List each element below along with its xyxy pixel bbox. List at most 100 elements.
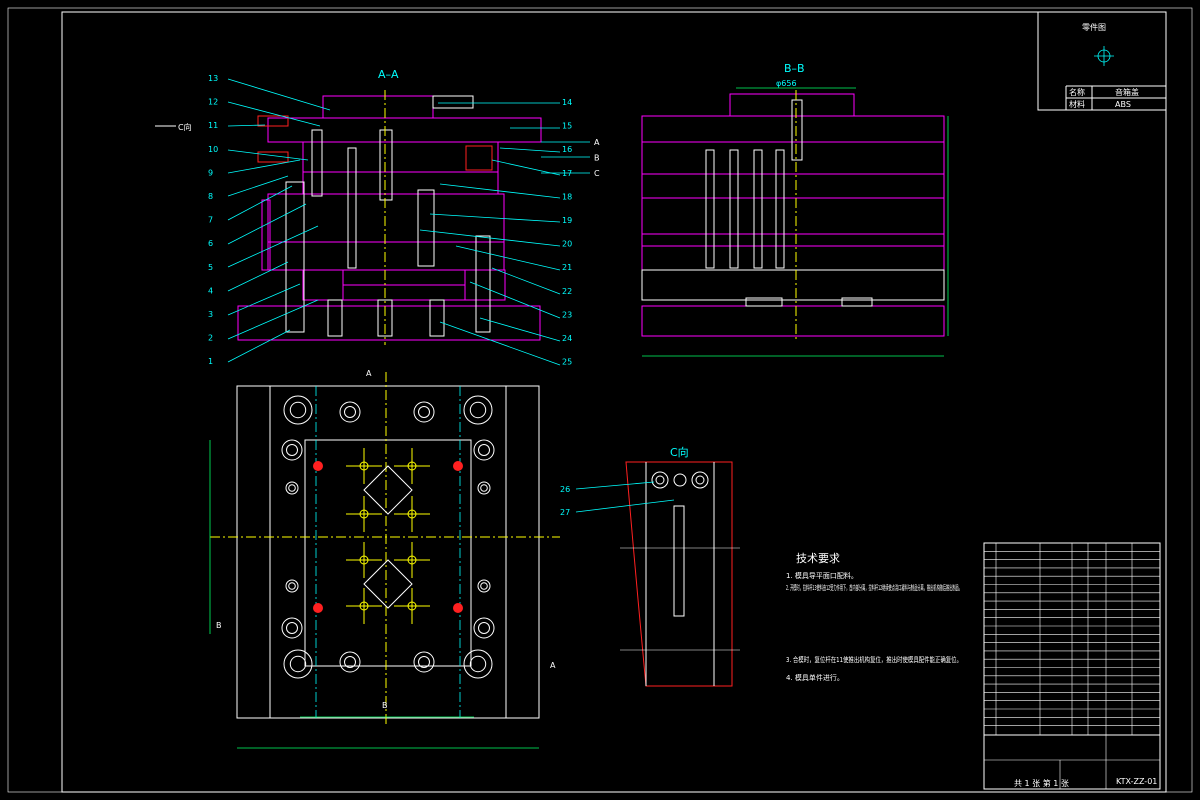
callout-label: 19 (562, 216, 572, 225)
callout-label: 8 (208, 192, 213, 201)
part-box-title: 零件图 (1082, 22, 1106, 32)
bolt-hole-icon (463, 649, 493, 679)
callout-label: 14 (562, 98, 572, 107)
bolt-hole-icon (480, 582, 488, 590)
part-box: 零件图 名称 音箱盖 材料 ABS (1037, 11, 1167, 111)
bolt-hole-icon (289, 655, 307, 673)
bolt-hole-icon (413, 401, 435, 423)
bolt-hole-icon (469, 401, 487, 419)
callout-label: 1 (208, 357, 213, 366)
callout-label: 16 (562, 145, 572, 154)
bolt-hole-icon (469, 655, 487, 673)
view-c-title: C向 (670, 445, 689, 459)
callout-label: 9 (208, 168, 213, 177)
bolt-hole-icon (478, 622, 490, 634)
callout-label: 25 (562, 358, 572, 367)
inner-border (61, 11, 1167, 793)
bolt-hole-icon (477, 481, 491, 495)
bolt-hole-icon (285, 579, 299, 593)
c-direction-label: C向 (178, 122, 192, 132)
plane-label: B (594, 154, 600, 163)
callout-label: 6 (208, 239, 213, 248)
callout-label: 21 (562, 263, 572, 272)
section-mark: A (366, 369, 372, 378)
bolt-hole-icon (281, 617, 303, 639)
sheet-count: 共 1 张 第 1 张 (1014, 778, 1069, 788)
bolt-hole-icon (473, 439, 495, 461)
callout-label: 12 (208, 98, 218, 107)
callout-label: 22 (562, 287, 572, 296)
section-aa-title: A–A (378, 68, 399, 81)
ejector-pin-icon (313, 461, 323, 471)
cavity-icon (346, 448, 382, 484)
bolt-hole-icon (283, 649, 313, 679)
callout-label: 4 (208, 286, 213, 295)
callout-label: 2 (208, 334, 213, 343)
tech-notes: 技术要求 1. 模具导平面口配料。 2. 开模时，拉料杆13使料由12受力作用下… (786, 552, 962, 682)
callout-label: 17 (562, 169, 572, 178)
bolt-hole-icon (281, 439, 303, 461)
callout-label: 26 (560, 485, 570, 494)
callout-label: 10 (208, 145, 218, 154)
section-mark: A (550, 661, 556, 670)
section-bb-view: B–B φ656 (641, 62, 949, 357)
bolt-hole-icon (344, 406, 356, 418)
bolt-hole-icon (473, 617, 495, 639)
part-name-label: 名称 (1069, 87, 1085, 97)
part-material-value: ABS (1115, 100, 1131, 109)
callout-label: 24 (562, 334, 572, 343)
bolt-hole-icon (344, 656, 356, 668)
bolt-hole-icon (413, 651, 435, 673)
cavity-icon (394, 588, 430, 624)
bolt-hole-icon (478, 444, 490, 456)
cavity-icon (346, 542, 382, 578)
callout-label: 13 (208, 74, 218, 83)
section-mark: B (382, 701, 388, 710)
section-bb-title: B–B (784, 62, 805, 75)
cavity-icon (346, 496, 382, 532)
tech-note-2: 2. 开模时，拉料杆13使料由12受力作用下，首内部分离，拉料杆12继续使点浇口… (786, 583, 962, 592)
drawing-number: KTX-ZZ-01 (1116, 777, 1157, 786)
ejector-pin-icon (313, 603, 323, 613)
callout-label: 18 (562, 192, 572, 201)
plane-label: C (594, 169, 600, 178)
bolt-hole-icon (418, 656, 430, 668)
part-name-value: 音箱盖 (1115, 87, 1139, 97)
title-block: KTX-ZZ-01 共 1 张 第 1 张 (983, 542, 1161, 790)
cavity-icon (394, 496, 430, 532)
callout-label: 27 (560, 508, 570, 517)
bolt-hole-icon (286, 622, 298, 634)
ejector-pin-icon (453, 603, 463, 613)
section-mark: B (216, 621, 222, 630)
bolt-hole-icon (288, 484, 296, 492)
bolt-hole-icon (418, 406, 430, 418)
section-bb-top-dim: φ656 (776, 79, 797, 88)
cavity-icon (394, 448, 430, 484)
part-material-label: 材料 (1069, 99, 1085, 109)
bolt-hole-icon (288, 582, 296, 590)
tech-notes-title: 技术要求 (796, 552, 840, 565)
cavity-icon (346, 588, 382, 624)
callout-label: 5 (208, 263, 213, 272)
bolt-hole-icon (285, 481, 299, 495)
tech-note-4: 4. 模具单件进行。 (786, 673, 844, 682)
tech-note-1: 1. 模具导平面口配料。 (786, 571, 858, 580)
tech-note-3: 3. 合模时，复位杆在11使推出机构复位，推出时使模具配件能正确复位。 (786, 655, 962, 664)
callout-label: 20 (562, 240, 572, 249)
bolt-hole-icon (480, 484, 488, 492)
bolt-hole-icon (477, 579, 491, 593)
section-aa-view: A–A C向 (155, 68, 600, 367)
bolt-hole-icon (463, 395, 493, 425)
bolt-hole-icon (289, 401, 307, 419)
cavity-icon (394, 542, 430, 578)
callout-label: 11 (208, 121, 218, 130)
view-c: C向 26 27 (560, 445, 740, 687)
ejector-pin-icon (453, 461, 463, 471)
callout-label: 3 (208, 310, 213, 319)
plane-label: A (594, 138, 600, 147)
plan-view: A A B B (209, 369, 560, 749)
bolt-hole-icon (286, 444, 298, 456)
callout-label: 23 (562, 310, 572, 319)
bolt-hole-icon (283, 395, 313, 425)
